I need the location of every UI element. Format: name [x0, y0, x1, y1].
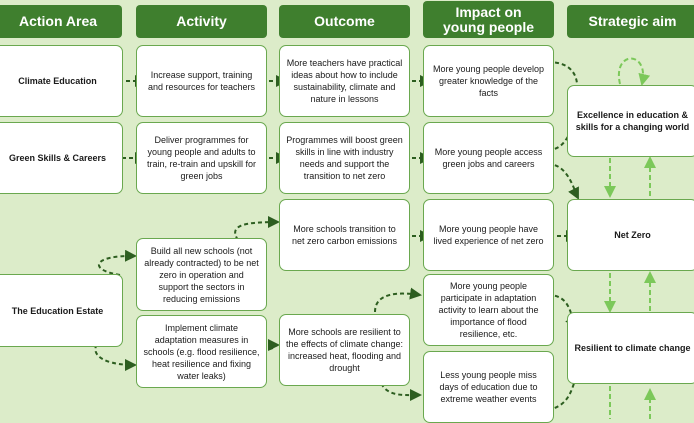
header-activity-label: Activity [176, 13, 227, 29]
header-outcome: Outcome [279, 5, 410, 38]
aim-resilient-climate: Resilient to climate change [567, 312, 694, 384]
outcome-schools-resilient-label: More schools are resilient to the effect… [286, 327, 403, 373]
activity-net-zero-schools: Build all new schools (not already contr… [136, 238, 267, 311]
impact-fewer-missed-days-label: Less young people miss days of education… [439, 370, 538, 404]
outcome-green-skills-boost: Programmes will boost green skills in li… [279, 122, 410, 194]
impact-fewer-missed-days: Less young people miss days of education… [423, 351, 554, 423]
outcome-green-skills-boost-label: Programmes will boost green skills in li… [286, 135, 403, 181]
impact-knowledge-label: More young people develop greater knowle… [432, 64, 545, 98]
outcome-schools-net-zero: More schools transition to net zero carb… [279, 199, 410, 271]
outcome-schools-resilient: More schools are resilient to the effect… [279, 314, 410, 386]
arrow-outcome4-to-impact4 [374, 287, 422, 313]
impact-adaptation-activity: More young people participate in adaptat… [423, 274, 554, 346]
header-strategic-aim: Strategic aim [567, 5, 694, 38]
activity-climate-adaptation: Implement climate adaptation measures in… [136, 315, 267, 388]
header-action-area: Action Area [0, 5, 122, 38]
activity-net-zero-schools-label: Build all new schools (not already contr… [144, 245, 259, 304]
aim-net-zero: Net Zero [567, 199, 694, 271]
header-impact: Impact on young people [423, 1, 554, 38]
header-outcome-label: Outcome [314, 13, 375, 29]
arrow-impact2-to-net-zero [547, 163, 579, 200]
arrow-estate-to-activity3 [98, 249, 137, 276]
aim-resilient-climate-label: Resilient to climate change [574, 343, 691, 353]
impact-green-jobs-label: More young people access green jobs and … [434, 147, 543, 169]
outcome-teacher-ideas-label: More teachers have practical ideas about… [286, 58, 403, 104]
impact-adaptation-activity-label: More young people participate in adaptat… [438, 281, 539, 339]
header-activity: Activity [136, 5, 267, 38]
aim-excellence-education: Excellence in education & skills for a c… [567, 85, 694, 157]
action-area-education-estate: The Education Estate [0, 274, 123, 347]
action-area-green-skills-label: Green Skills & Careers [8, 153, 107, 163]
aim-net-zero-label: Net Zero [614, 230, 651, 240]
activity-green-jobs-programmes-label: Deliver programmes for young people and … [146, 135, 257, 181]
impact-green-jobs: More young people access green jobs and … [423, 122, 554, 194]
aim-excellence-education-label: Excellence in education & skills for a c… [575, 110, 690, 132]
action-area-climate-education: Climate Education [0, 45, 123, 117]
impact-knowledge: More young people develop greater knowle… [423, 45, 554, 117]
outcome-schools-net-zero-label: More schools transition to net zero carb… [291, 224, 398, 246]
impact-lived-net-zero: More young people have lived experience … [423, 199, 554, 271]
impact-lived-net-zero-label: More young people have lived experience … [433, 224, 544, 246]
header-strategic-aim-label: Strategic aim [588, 13, 677, 29]
action-area-green-skills: Green Skills & Careers [0, 122, 123, 194]
outcome-teacher-ideas: More teachers have practical ideas about… [279, 45, 410, 117]
header-action-area-label: Action Area [18, 13, 98, 29]
activity-green-jobs-programmes: Deliver programmes for young people and … [136, 122, 267, 194]
activity-teacher-support-label: Increase support, training and resources… [147, 70, 256, 92]
action-area-climate-education-label: Climate Education [18, 76, 97, 86]
arrow-outcome4-to-impact5 [377, 369, 422, 402]
activity-climate-adaptation-label: Implement climate adaptation measures in… [143, 322, 260, 381]
action-area-education-estate-label: The Education Estate [11, 305, 104, 316]
arrow-excellence-self-loop [617, 57, 651, 86]
header-impact-label: Impact on young people [443, 3, 534, 35]
activity-teacher-support: Increase support, training and resources… [136, 45, 267, 117]
